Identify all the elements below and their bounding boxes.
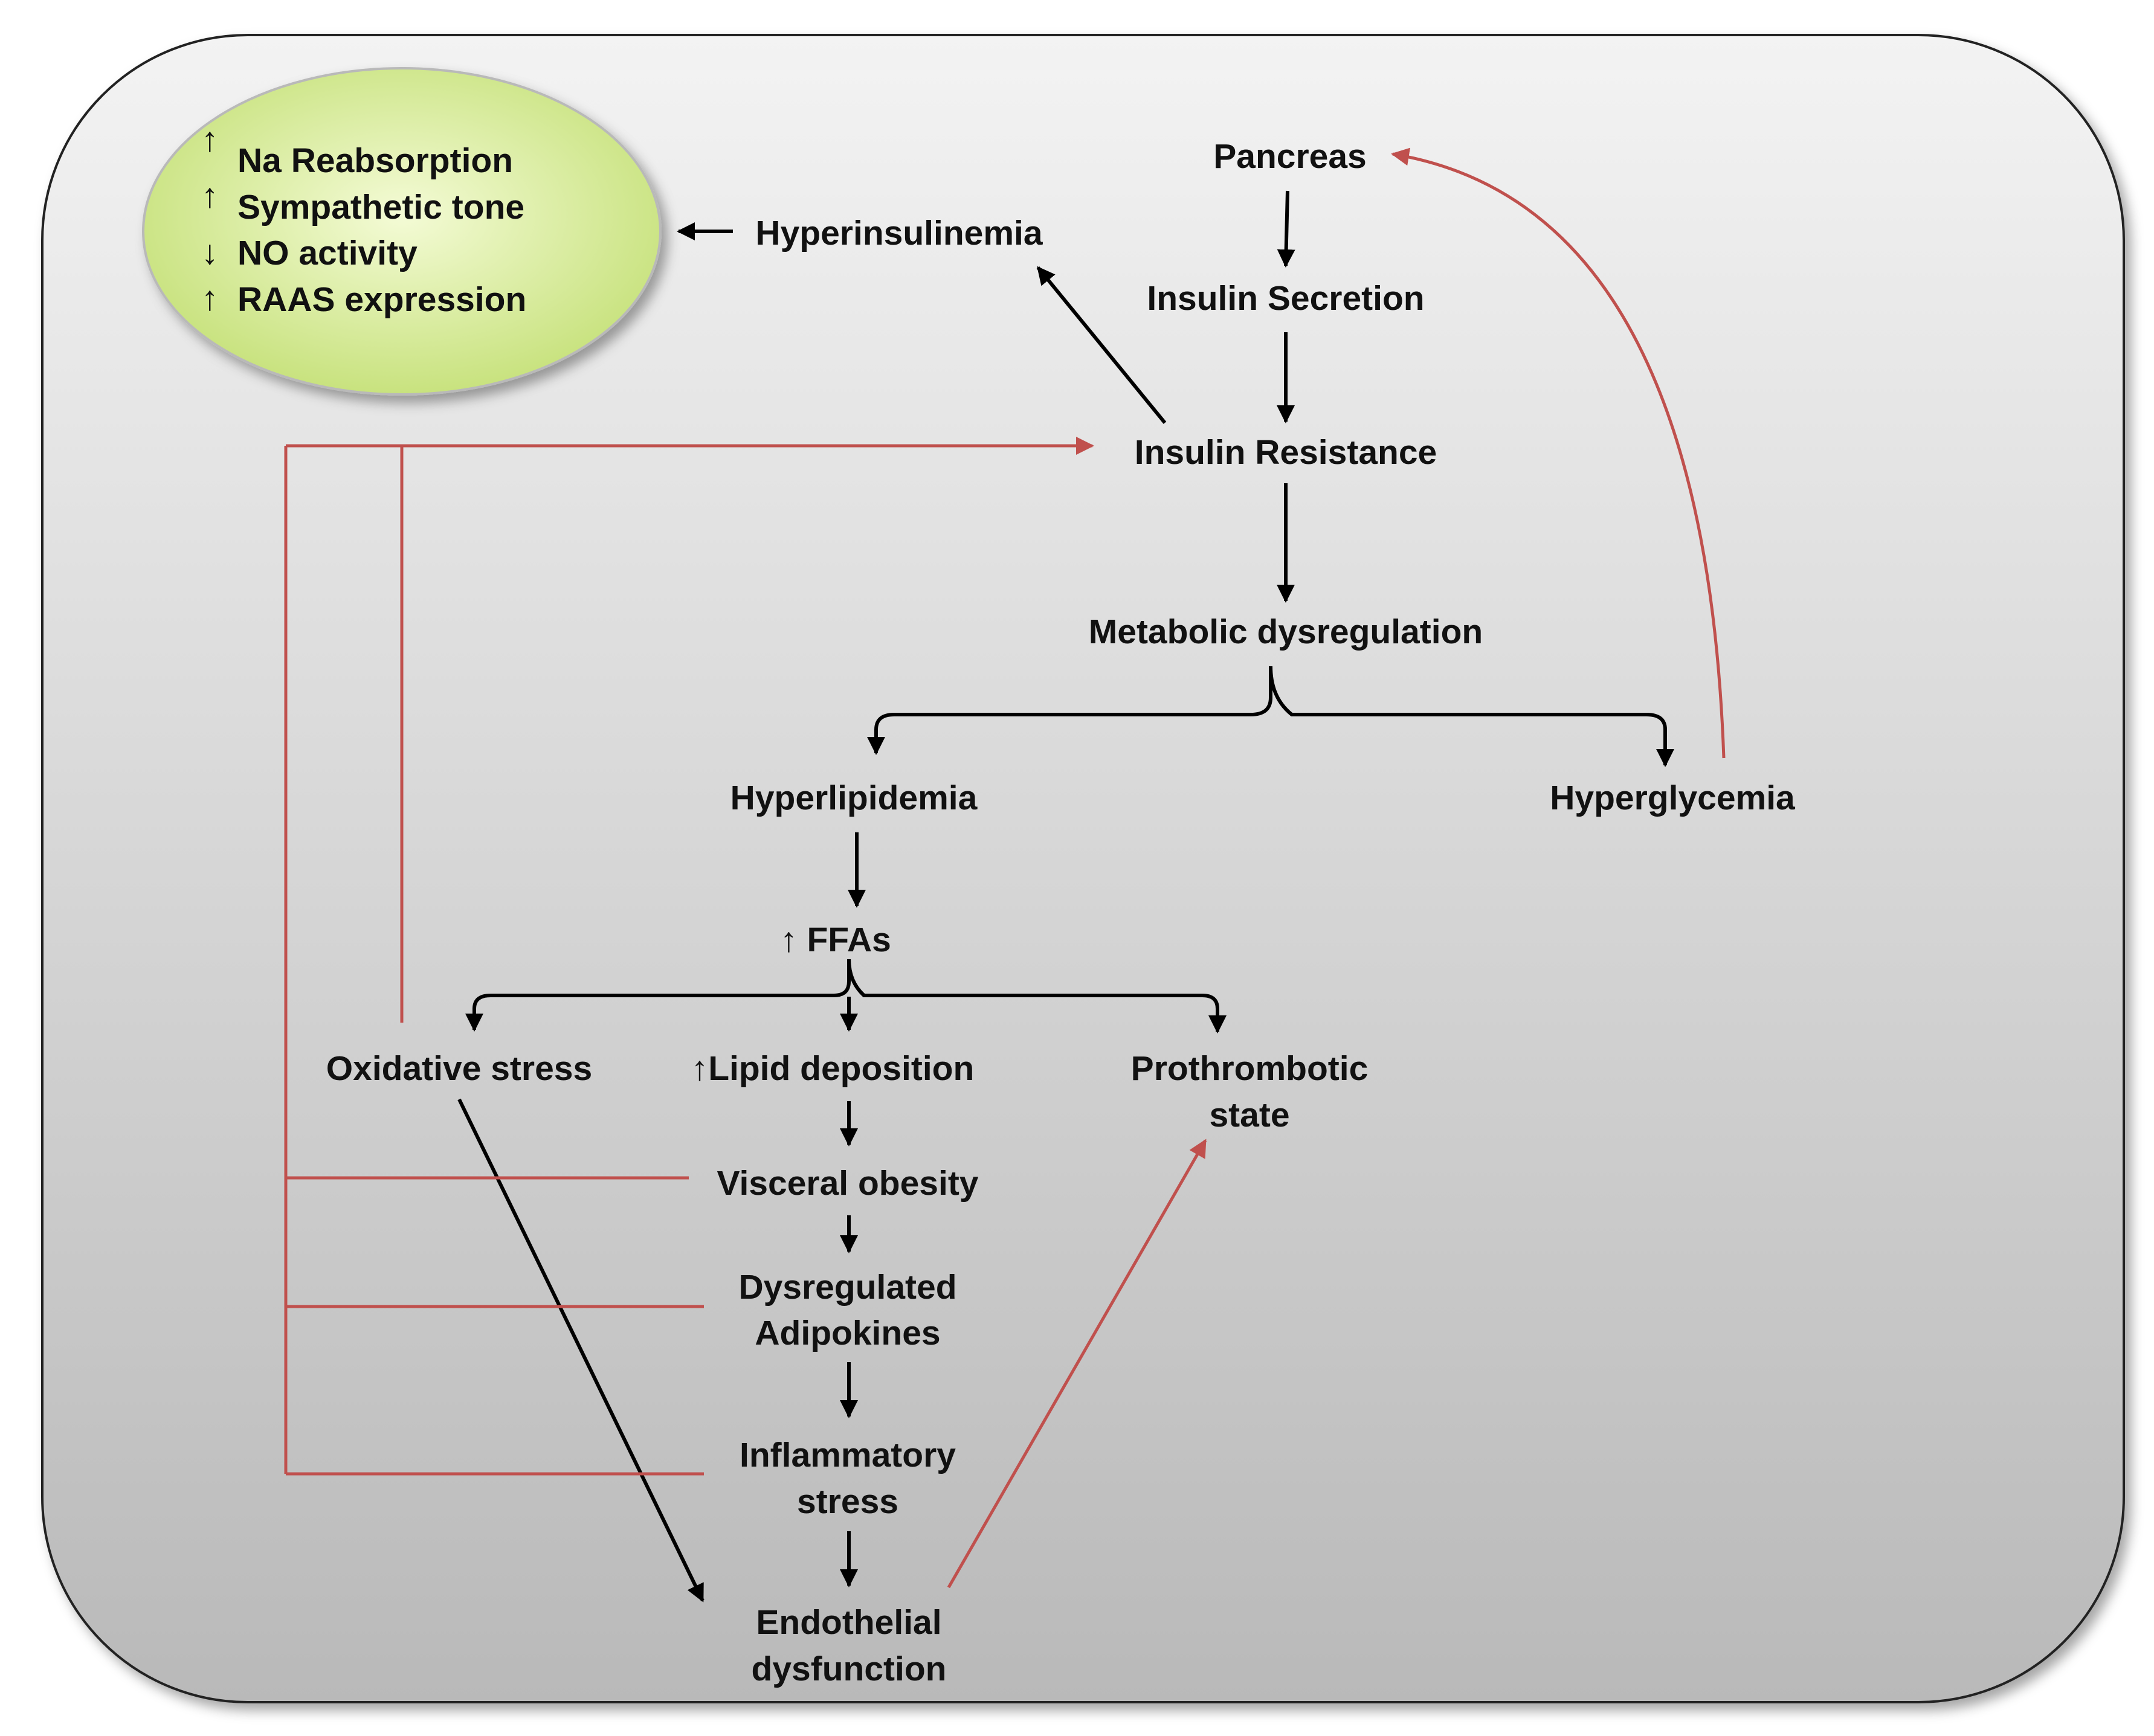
effect-arrow-4: ↑ xyxy=(201,279,219,318)
node-endothelial-line1: Endothelial xyxy=(756,1603,941,1642)
effect-arrow-1: ↑ xyxy=(201,120,219,159)
effect-text-3: NO activity xyxy=(237,234,418,272)
node-labels: Pancreas Hyperinsulinemia Insulin Secret… xyxy=(326,137,1796,1688)
node-visceral-obesity: Visceral obesity xyxy=(717,1164,978,1203)
effect-text-4: RAAS expression xyxy=(237,280,526,319)
node-hyperlipidemia: Hyperlipidemia xyxy=(730,779,978,817)
node-prothrombotic-line2: state xyxy=(1209,1096,1289,1134)
node-insulin-resistance: Insulin Resistance xyxy=(1135,433,1437,472)
effects-ellipse xyxy=(142,67,662,396)
black-connectors xyxy=(457,190,1674,1603)
red-arrow-hyperglycemia-to-pancreas xyxy=(1391,147,1726,759)
effect-text-2: Sympathetic tone xyxy=(237,188,524,227)
red-connectors xyxy=(284,147,1726,1589)
node-hyperinsulinemia: Hyperinsulinemia xyxy=(755,214,1043,252)
node-oxidative-stress: Oxidative stress xyxy=(326,1049,592,1088)
node-metabolic-dysregulation: Metabolic dysregulation xyxy=(1089,612,1483,651)
node-adipokines-line1: Dysregulated xyxy=(738,1268,956,1307)
node-inflammatory-line1: Inflammatory xyxy=(740,1436,956,1474)
effects-bubble: ↑ Na Reabsorption ↑ Sympathetic tone ↓ N… xyxy=(142,67,662,396)
brace-metabolic xyxy=(867,666,1674,767)
effect-arrow-2: ↑ xyxy=(201,176,219,215)
node-insulin-secretion: Insulin Secretion xyxy=(1147,279,1424,318)
red-arrow-endothelial-to-prothrombotic xyxy=(947,1139,1207,1589)
node-adipokines-line2: Adipokines xyxy=(755,1314,940,1352)
arrow-resistance-to-hyperinsulinemia xyxy=(1036,266,1167,424)
node-pancreas: Pancreas xyxy=(1213,137,1367,176)
node-hyperglycemia: Hyperglycemia xyxy=(1550,779,1796,817)
node-inflammatory-line2: stress xyxy=(797,1482,898,1521)
frame-panel xyxy=(41,34,2125,1703)
brace-ffas xyxy=(465,959,1227,1034)
node-ffas: ↑ FFAs xyxy=(780,921,891,959)
node-prothrombotic-line1: Prothrombotic xyxy=(1131,1049,1369,1088)
effect-arrow-3: ↓ xyxy=(201,233,219,272)
node-endothelial-line2: dysfunction xyxy=(752,1650,947,1688)
arrow-pancreas-to-secretion xyxy=(1277,190,1295,268)
arrow-oxidative-to-endothelial xyxy=(457,1098,705,1603)
effect-text-1: Na Reabsorption xyxy=(237,141,513,180)
node-lipid-deposition: ↑Lipid deposition xyxy=(691,1049,975,1088)
